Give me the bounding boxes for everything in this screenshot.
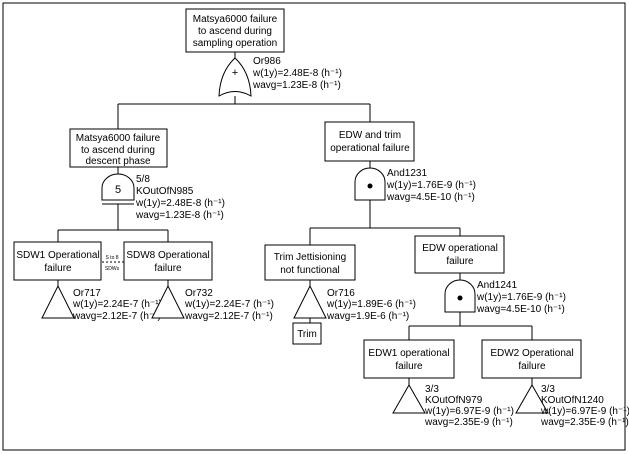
kout-gate-985: 5 5/8 KOutOfN985 w(1y)=2.48E-8 (h⁻¹) wav… — [101, 173, 225, 221]
node-label: not functional — [280, 265, 340, 276]
event-label: wavg=2.35E-9 (h⁻¹) — [424, 417, 513, 428]
node-label: operational failure — [330, 143, 410, 154]
and-gate-icon — [101, 173, 135, 201]
gate-label: KOutOfN985 — [136, 186, 194, 197]
gate-label: w(1y)=2.48E-8 (h⁻¹) — [252, 68, 342, 79]
event-label: w(1y)=6.97E-9 (h⁻¹) — [424, 406, 514, 417]
node-edw-and-trim: EDW and trim operational failure — [324, 121, 415, 162]
gate-label: w(1y)=1.76E-9 (h⁻¹) — [386, 180, 476, 191]
transfer-event-1240: 3/3 KOutOfN1240 w(1y)=6.97E-9 (h⁻¹) wavg… — [515, 383, 629, 428]
node-box — [69, 128, 168, 168]
event-label: 3/3 — [541, 384, 555, 395]
transfer-triangle-icon — [293, 284, 327, 319]
note-label: S to 8 — [105, 255, 118, 261]
gate-dot-icon — [457, 295, 463, 301]
and-gate-1231: And1231 w(1y)=1.76E-9 (h⁻¹) wavg=4.5E-10… — [354, 167, 476, 203]
node-box — [264, 244, 356, 281]
note-label: SDWs — [105, 266, 120, 272]
node-label: EDW2 Operational — [490, 348, 573, 359]
node-box — [414, 235, 505, 274]
node-label: Matsya6000 failure — [193, 14, 278, 25]
event-label: Or716 — [327, 288, 355, 299]
sdw-range-note: S to 8 SDWs — [105, 255, 120, 272]
node-label: failure — [395, 361, 423, 372]
event-label: KOutOfN979 — [425, 395, 483, 406]
node-trim-jettisioning: Trim Jettisioning not functional — [264, 244, 356, 281]
node-label: Trim — [297, 329, 317, 340]
gate-symbol: + — [232, 67, 238, 79]
node-sdw8: SDW8 Operational failure — [123, 241, 213, 281]
node-label: EDW1 operational — [368, 348, 449, 359]
gate-label: 5/8 — [136, 174, 150, 185]
gate-label: w(1y)=2.48E-8 (h⁻¹) — [135, 198, 225, 209]
node-top-event: Matsya6000 failure to ascend during samp… — [185, 8, 285, 53]
node-label: failure — [44, 263, 72, 274]
transfer-event-717: Or717 w(1y)=2.24E-7 (h⁻¹) wavg=2.12E-7 (… — [41, 284, 162, 322]
node-edw2: EDW2 Operational failure — [481, 339, 582, 379]
node-label: descent phase — [85, 156, 150, 167]
node-sdw1: SDW1 Operational failure — [13, 241, 102, 281]
gate-label: And1231 — [387, 168, 427, 179]
node-label: Trim Jettisioning — [274, 252, 346, 263]
event-label: w(1y)=1.89E-6 (h⁻¹) — [326, 299, 416, 310]
node-label: failure — [154, 263, 182, 274]
gate-label: And1241 — [477, 280, 517, 291]
event-label: wavg=2.12E-7 (h⁻¹) — [72, 311, 161, 322]
event-label: w(1y)=2.24E-7 (h⁻¹) — [184, 299, 274, 310]
event-label: wavg=2.12E-7 (h⁻¹) — [184, 311, 273, 322]
gate-symbol: 5 — [115, 184, 121, 196]
node-label: EDW operational — [422, 243, 498, 254]
node-descent-phase: Matsya6000 failure to ascend during desc… — [69, 128, 168, 168]
event-label: w(1y)=6.97E-9 (h⁻¹) — [540, 406, 629, 417]
node-label: SDW1 Operational — [16, 250, 99, 261]
or-gate-986: + Or986 w(1y)=2.48E-8 (h⁻¹) wavg=1.23E-8… — [218, 56, 342, 97]
event-label: wavg=2.35E-9 (h⁻¹) — [540, 417, 629, 428]
transfer-triangle-icon — [392, 383, 426, 414]
transfer-event-716: Or716 w(1y)=1.89E-6 (h⁻¹) wavg=1.9E-6 (h… — [293, 284, 416, 322]
event-label: Or732 — [185, 288, 213, 299]
node-label: to ascend during — [198, 26, 272, 37]
node-box — [324, 121, 415, 162]
gate-label: Or986 — [253, 56, 281, 67]
node-box — [123, 241, 213, 281]
gate-label: wavg=4.5E-10 (h⁻¹) — [386, 192, 475, 203]
event-label: KOutOfN1240 — [541, 395, 604, 406]
node-label: to ascend during — [81, 145, 155, 156]
node-box — [185, 8, 285, 53]
event-label: wavg=1.9E-6 (h⁻¹) — [326, 311, 409, 322]
transfer-triangle-icon — [515, 383, 549, 414]
transfer-triangle-icon — [151, 284, 185, 319]
node-edw-operational: EDW operational failure — [414, 235, 505, 274]
gate-label: wavg=4.5E-10 (h⁻¹) — [476, 304, 565, 315]
node-label: Matsya6000 failure — [76, 133, 161, 144]
node-label: failure — [518, 361, 546, 372]
node-box — [363, 339, 455, 379]
node-box — [13, 241, 102, 281]
node-label: SDW8 Operational — [126, 250, 209, 261]
node-label: sampling operation — [193, 38, 278, 49]
event-label: 3/3 — [425, 384, 439, 395]
connectors — [57, 52, 533, 385]
event-label: w(1y)=2.24E-7 (h⁻¹) — [72, 299, 162, 310]
gate-label: wavg=1.23E-8 (h⁻¹) — [135, 210, 224, 221]
gate-dot-icon — [367, 183, 373, 189]
gate-label: w(1y)=1.76E-9 (h⁻¹) — [476, 292, 566, 303]
node-trim-transfer: Trim — [292, 322, 322, 345]
event-label: Or717 — [73, 288, 101, 299]
node-label: failure — [446, 256, 474, 267]
node-edw1: EDW1 operational failure — [363, 339, 455, 379]
node-label: EDW and trim — [339, 130, 401, 141]
transfer-triangle-icon — [41, 284, 75, 319]
or-gate-icon — [218, 57, 252, 97]
node-box — [292, 322, 322, 345]
transfer-event-732: Or732 w(1y)=2.24E-7 (h⁻¹) wavg=2.12E-7 (… — [151, 284, 274, 322]
node-box — [481, 339, 582, 379]
transfer-event-979: 3/3 KOutOfN979 w(1y)=6.97E-9 (h⁻¹) wavg=… — [392, 383, 514, 428]
gate-label: wavg=1.23E-8 (h⁻¹) — [252, 80, 341, 91]
and-gate-1241: And1241 w(1y)=1.76E-9 (h⁻¹) wavg=4.5E-10… — [444, 279, 566, 315]
